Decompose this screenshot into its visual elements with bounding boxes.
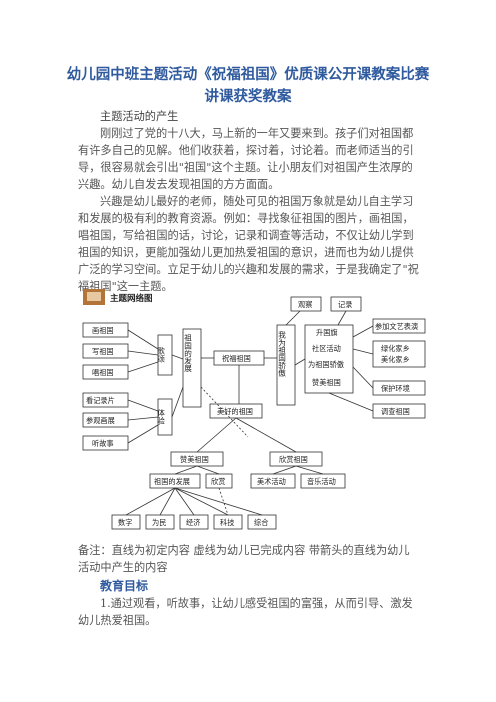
label-economy: 经济	[186, 518, 200, 527]
label-people: 为民	[152, 518, 166, 527]
edu-goals-heading: 教育目标	[100, 579, 149, 593]
goals-section: 1.通过观看，听故事，让幼儿感受祖国的富强，从而引导、激发幼儿热爱祖国。	[78, 595, 420, 629]
label-sing: 唱祖国	[92, 368, 114, 377]
label-development: 祖国的发展	[183, 333, 192, 373]
label-appreciate: 欣赏祖国	[279, 455, 308, 464]
label-praise-song: 歌颂	[156, 346, 165, 364]
label-draw: 画祖国	[92, 326, 114, 335]
label-experience: 体验	[156, 408, 165, 426]
label-flag: 升国旗	[316, 328, 338, 337]
diagram-svg: 主题网络图	[82, 289, 426, 530]
paragraph-2: 兴趣是幼儿最好的老师，随处可见的祖国万象就是幼儿自主学习和发展的极有利的教育资源…	[78, 195, 419, 293]
intro-section: 主题活动的产生 刚刚过了党的十八大，马上新的一年又要来到。孩子们对祖国都有许多自…	[78, 108, 420, 295]
connectors	[125, 310, 374, 516]
label-community: 社区活动	[312, 344, 341, 353]
label-perform: 参加文艺表演	[375, 322, 418, 331]
label-proud: 为祖国骄傲	[308, 360, 344, 369]
dashed-connectors	[200, 386, 249, 516]
node-development	[182, 328, 202, 408]
label-documentary: 看记录片	[86, 396, 115, 405]
goal-1: 1.通过观看，听故事，让幼儿感受祖国的富强，从而引导、激发幼儿热爱祖国。	[78, 597, 413, 627]
diagram-header: 主题网络图	[110, 293, 153, 304]
label-protect: 保护环境	[381, 384, 410, 393]
label-dev2: 祖国的发展	[154, 477, 190, 486]
label-beautiful: 美好的祖国	[217, 407, 253, 416]
label-exhibit: 参观画展	[86, 416, 115, 425]
label-investigate: 调查祖国	[381, 407, 410, 416]
label-digits: 数字	[118, 518, 132, 527]
label-praise-country: 赞美祖国	[312, 378, 341, 387]
label-write: 写祖国	[92, 347, 114, 356]
label-center: 祝福祖国	[222, 354, 251, 363]
theme-network-diagram: 主题网络图	[78, 287, 440, 537]
label-tech: 科技	[220, 518, 234, 527]
label-beautify: 美化家乡	[381, 355, 410, 364]
label-music: 音乐活动	[307, 477, 336, 486]
label-greening: 绿化家乡	[381, 344, 410, 353]
node-green	[372, 340, 426, 368]
label-praise: 赞美祖国	[180, 455, 209, 464]
label-observe: 观察	[298, 300, 312, 309]
node-observe	[290, 296, 322, 312]
label-enjoy: 欣赏	[211, 477, 225, 486]
label-record: 记录	[338, 300, 352, 309]
label-art: 美术活动	[257, 477, 286, 486]
label-overall: 综合	[254, 518, 268, 527]
label-story: 听故事	[92, 439, 114, 448]
label-pride: 我为祖国骄傲	[277, 330, 286, 378]
paragraph-1: 刚刚过了党的十八大，马上新的一年又要来到。孩子们对祖国都有许多自己的见解。他们收…	[78, 127, 414, 191]
diagram-note: 备注：直线为初定内容 虚线为幼儿已完成内容 带箭头的直线为幼儿活动中产生的内容	[78, 544, 410, 574]
document-title: 幼儿园中班主题活动《祝福祖国》优质课公开课教案比赛讲课获奖教案	[66, 67, 430, 105]
origin-heading: 主题活动的产生	[100, 110, 179, 123]
